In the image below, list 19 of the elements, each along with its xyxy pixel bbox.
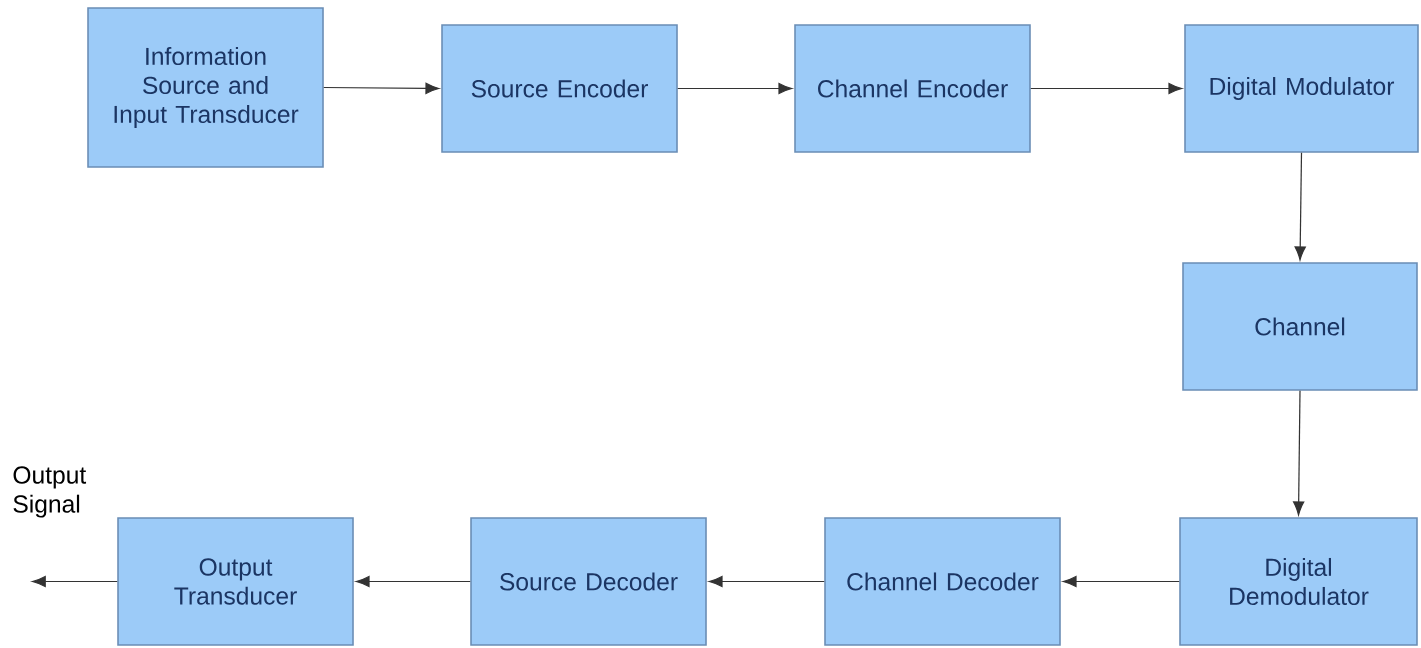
process-box: Channel [1182,262,1418,391]
process-box: Output Transducer [117,517,354,646]
arrow [1030,82,1183,95]
output-label: Output Signal [13,466,87,518]
arrow [1294,152,1306,261]
arrow [677,82,793,95]
process-box: Digital Demodulator [1179,517,1418,646]
arrow [323,82,440,95]
arrow [1293,390,1305,516]
arrow [1062,575,1180,588]
process-box: Information Source and Input Transducer [87,7,324,168]
arrow [708,575,825,588]
process-box: Channel Decoder [824,517,1061,646]
process-box: Channel Encoder [794,24,1031,153]
arrow [355,575,471,588]
arrow [31,575,118,588]
process-box: Source Encoder [441,24,678,153]
process-box: Digital Modulator [1184,24,1419,153]
process-box: Source Decoder [470,517,707,646]
